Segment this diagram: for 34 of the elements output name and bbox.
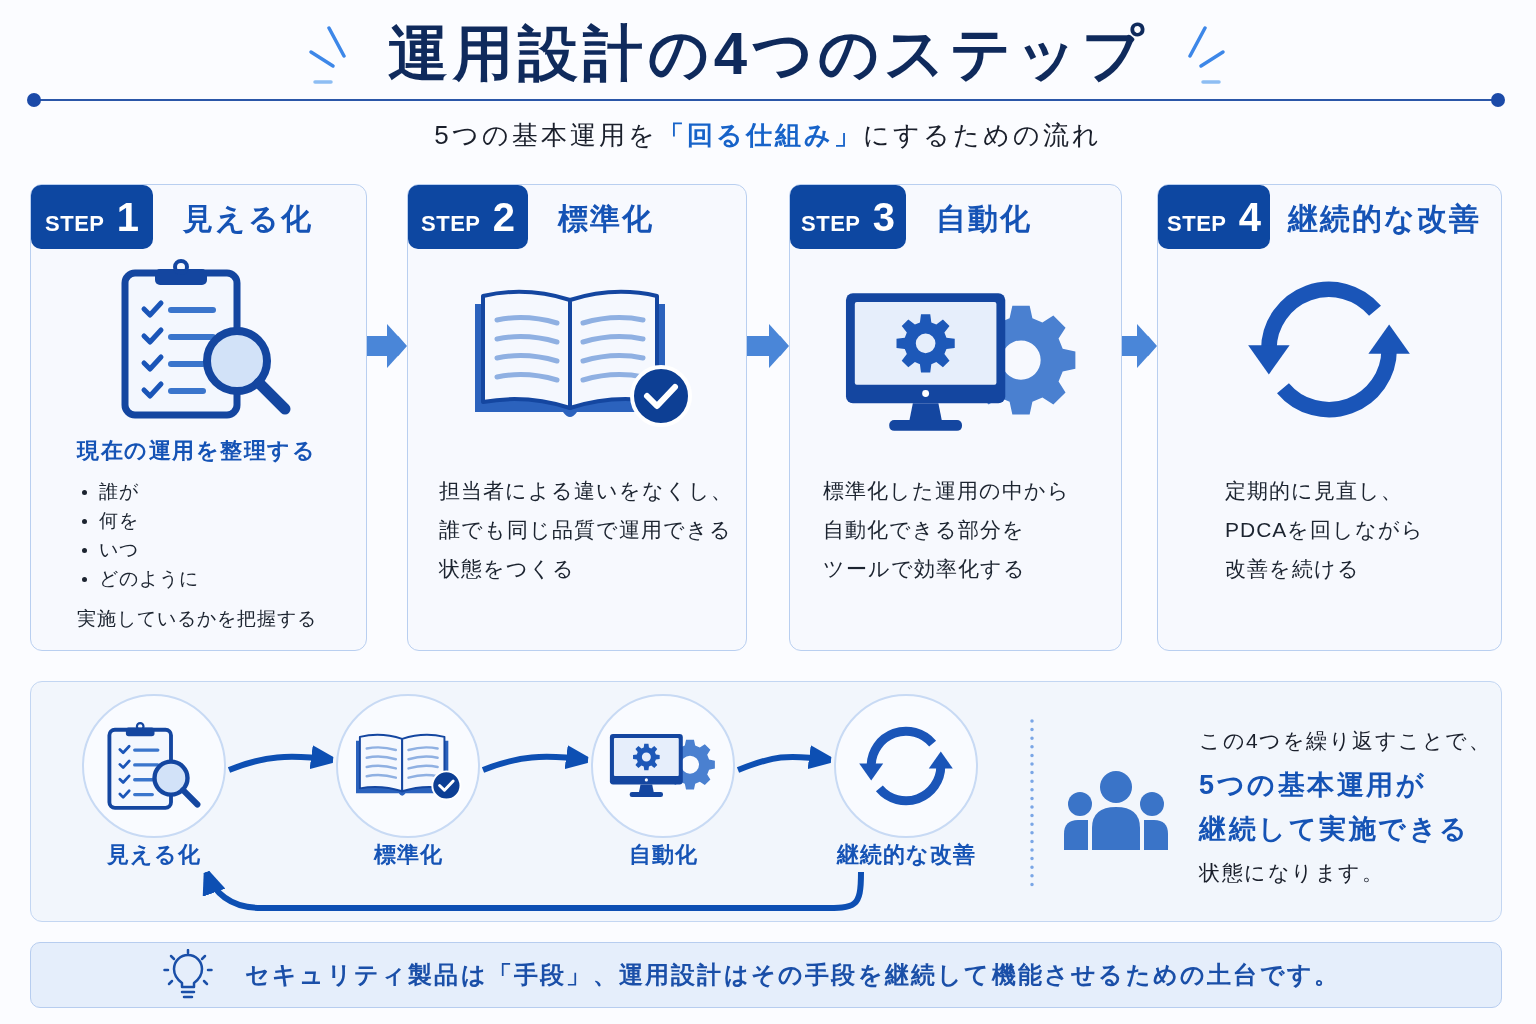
step-heading: 継続的な改善 (1288, 201, 1481, 237)
step-label: 見える化 (107, 841, 201, 869)
step-card (30, 184, 367, 651)
block-arrow (1122, 324, 1157, 368)
step-card (789, 184, 1122, 651)
step-label: 継続的な改善 (836, 841, 976, 869)
step-description: 定期的に見直し、PDCAを回しながら改善を続ける (1225, 478, 1426, 582)
note-text: セキュリティ製品は「手段」、運用設計はその手段を継続して機能させるための土台です。 (245, 960, 1341, 990)
step-subheading: 現在の運用を整理する (77, 437, 316, 465)
step-description: 標準化した運用の中から自動化できる部分をツールで効率化する (823, 478, 1071, 582)
step-badge: STEP 3 (790, 185, 906, 249)
step-card (407, 184, 747, 651)
step-heading: 見える化 (183, 201, 313, 237)
bullet-item: 誰が (77, 477, 139, 506)
note-banner (30, 942, 1502, 1008)
block-arrow (367, 324, 407, 368)
step-card (1157, 184, 1502, 651)
title: 運用設計の4つのステップ (387, 19, 1149, 89)
step-badge: STEP 1 (31, 185, 153, 249)
step-label: 標準化 (373, 841, 443, 869)
block-arrow (747, 324, 789, 368)
step-heading: 標準化 (558, 201, 654, 237)
summary-text: この4つを繰り返すことで、5つの基本運用が継続して実施できる状態になります。 (1199, 728, 1493, 886)
step-badge: STEP 2 (408, 185, 528, 249)
step-badge: STEP 4 (1158, 185, 1270, 249)
summary-panel (30, 681, 1502, 922)
subtitle: 5つの基本運用を「回る仕組み」にするための流れ (434, 119, 1102, 152)
bullet-item: いつ (77, 535, 139, 564)
step-label: 自動化 (628, 841, 698, 869)
bullet-item: どのように (77, 564, 199, 593)
step-heading: 自動化 (936, 201, 1032, 237)
bullet-item: 何を (77, 506, 139, 535)
step-description: 実施しているかを把握する (77, 607, 317, 631)
step-description: 担当者による違いをなくし、誰でも同じ品質で運用できる状態をつくる (439, 478, 734, 582)
